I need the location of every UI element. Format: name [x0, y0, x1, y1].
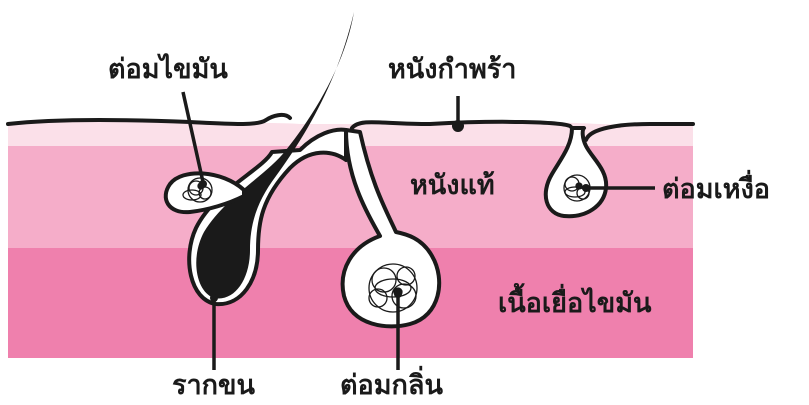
label-hair-root: รากขน — [172, 370, 255, 401]
label-epidermis: หนังกำพร้า — [388, 54, 516, 85]
apocrine-marker-dot — [394, 290, 402, 298]
label-apocrine-gland: ต่อมกลิ่น — [340, 365, 443, 401]
sebaceous-marker-dot — [199, 180, 207, 188]
label-dermis: หนังแท้ — [410, 170, 495, 201]
label-subcutaneous-fat: เนื้อเยื่อไขมัน — [498, 282, 652, 319]
label-sebaceous-gland: ต่อมไขมัน — [108, 53, 228, 85]
hair-root-marker-dot — [210, 294, 218, 302]
label-sweat-gland: ต่อมเหงื่อ — [662, 169, 770, 205]
sweat-marker-dot — [582, 184, 590, 192]
epidermis-marker-dot — [452, 120, 464, 132]
